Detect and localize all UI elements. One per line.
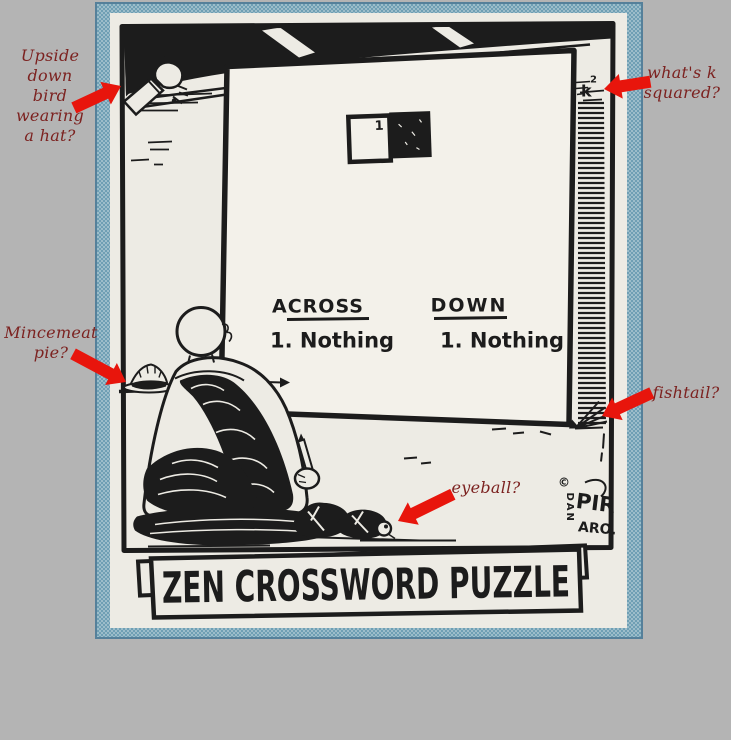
svg-text:ARO.: ARO.: [577, 519, 617, 538]
label-line: eyeball?: [451, 478, 521, 497]
tiny-arrow: [280, 377, 290, 388]
cell-number: 1: [374, 119, 384, 134]
svg-text:DAN: DAN: [564, 493, 575, 523]
down-clue: 1. Nothing: [440, 329, 564, 353]
white-cell: [345, 113, 394, 165]
caption-text: ZEN CROSSWORD PUZZLE: [162, 557, 571, 613]
across-clue: 1. Nothing: [270, 329, 394, 353]
across-header: ACROSS: [272, 296, 364, 318]
label-line: what's k: [647, 63, 717, 82]
monk-ear: [221, 323, 233, 343]
bird-beak: [172, 84, 189, 105]
ceiling-beam: [262, 27, 315, 58]
label-line: bird wearing: [15, 86, 85, 125]
wall-hatching: k 2: [575, 75, 606, 425]
monk-sash: [179, 374, 294, 514]
monk-head: [175, 306, 227, 357]
cartoon-paper: 1 ACROSS 1. Nothing DOWN 1. Nothing k 2: [110, 13, 627, 628]
svg-text:k: k: [581, 82, 592, 101]
wall-k2-mark: k 2: [575, 75, 597, 101]
caption-box: ZEN CROSSWORD PUZZLE: [135, 543, 590, 620]
svg-text:©: ©: [558, 476, 570, 490]
monk-hand: [293, 467, 321, 490]
label-fishtail: fishtail?: [646, 383, 726, 403]
ceiling: [124, 24, 612, 110]
sandals: [293, 502, 396, 540]
eyeball-bead: [375, 520, 396, 540]
label-upside-down-bird: Upside down bird wearing a hat?: [0, 46, 100, 146]
cartoon-drawing: 1 ACROSS 1. Nothing DOWN 1. Nothing k 2: [118, 21, 617, 620]
fishtail-fan: [569, 400, 609, 462]
label-line: Upside down: [20, 46, 80, 85]
wall-scribbles: [130, 89, 605, 166]
across-clues: ACROSS 1. Nothing: [270, 296, 394, 353]
ceiling-beam: [432, 25, 474, 48]
label-eyeball: eyeball?: [447, 478, 525, 498]
artist-signature: © DAN PIR ARO.: [558, 476, 617, 539]
meditation-mat: [133, 507, 339, 546]
crossword-board: [218, 47, 577, 465]
label-line: squared?: [643, 83, 721, 102]
down-header: DOWN: [431, 295, 508, 317]
label-line: a hat?: [24, 126, 76, 145]
label-line: Mincemeat: [4, 323, 98, 342]
crossword-cells: 1: [345, 111, 432, 165]
label-line: pie?: [33, 343, 69, 362]
blue-frame: 1 ACROSS 1. Nothing DOWN 1. Nothing k 2: [95, 2, 643, 639]
label-k-squared: what's k squared?: [640, 63, 724, 103]
monk-figure: [133, 306, 456, 548]
upside-down-bird-figure: [122, 55, 189, 117]
label-mincemeat-pie: Mincemeat pie?: [4, 323, 98, 363]
black-cell: [389, 111, 432, 159]
label-line: fishtail?: [652, 383, 720, 402]
down-clues: DOWN 1. Nothing: [431, 295, 564, 353]
svg-text:PIR: PIR: [575, 489, 617, 518]
svg-text:2: 2: [590, 75, 597, 86]
